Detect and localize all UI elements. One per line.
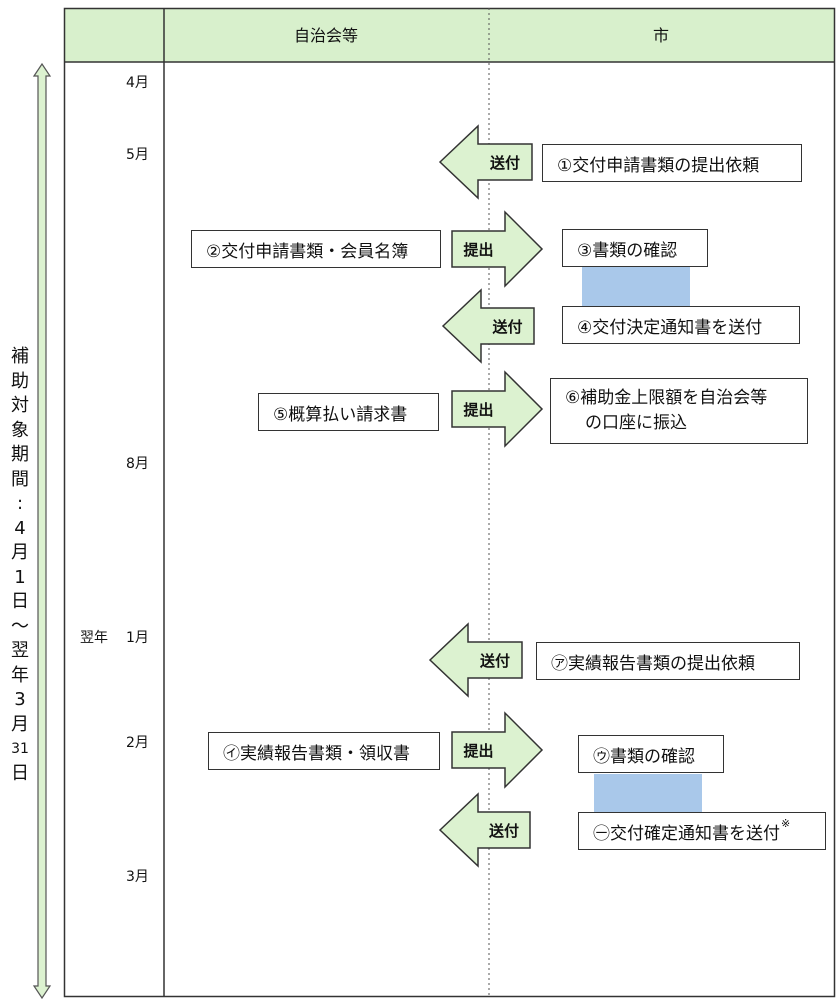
send-arrow-2	[441, 288, 535, 364]
step-4-decision: ④交付決定通知書を送付	[562, 306, 800, 344]
header-jichikai: 自治会等	[293, 26, 359, 45]
step-u-review: ㋒書類の確認	[578, 735, 724, 773]
step-i-report: ㋑実績報告書類・領収書	[208, 732, 440, 770]
step-3-review: ③書類の確認	[562, 229, 708, 267]
step-a-report-request: ㋐実績報告書類の提出依頼	[536, 642, 800, 680]
submit-label-1: 提出	[463, 241, 494, 259]
step-2-application: ②交付申請書類・会員名簿	[191, 230, 441, 268]
step-5-invoice: ⑤概算払い請求書	[258, 393, 439, 431]
submit-arrow-3	[451, 711, 544, 789]
send-label-3: 送付	[479, 652, 510, 670]
send-label-4: 送付	[488, 822, 519, 840]
month-mar: 3月	[126, 869, 149, 885]
send-arrow-4	[438, 792, 531, 868]
step-e-confirm: ㊀交付確定通知書を送付※	[578, 812, 826, 850]
send-arrow-1	[438, 124, 533, 200]
step-1-request: ①交付申請書類の提出依頼	[542, 144, 802, 182]
send-label-1: 送付	[489, 154, 520, 172]
submit-arrow-2	[451, 370, 544, 448]
month-feb: 2月	[126, 735, 149, 751]
send-arrow-3	[428, 622, 523, 698]
confirm-bar-1	[582, 266, 690, 306]
month-jan: 1月	[126, 630, 149, 646]
step-6-transfer: ⑥補助金上限額を自治会等 の口座に振込	[550, 378, 808, 444]
period-double-arrow	[32, 62, 52, 1000]
table-header	[64, 8, 834, 62]
header-city: 市	[652, 26, 670, 45]
month-may: 5月	[126, 147, 149, 163]
month-next-year: 翌年	[80, 630, 108, 646]
month-apr: 4月	[126, 75, 149, 91]
submit-arrow-1	[451, 210, 544, 288]
submit-label-3: 提出	[463, 742, 494, 760]
send-label-2: 送付	[492, 318, 523, 336]
month-aug: 8月	[126, 456, 149, 472]
confirm-bar-2	[594, 774, 702, 814]
footnote-mark: ※	[781, 817, 791, 830]
submit-label-2: 提出	[463, 401, 494, 419]
